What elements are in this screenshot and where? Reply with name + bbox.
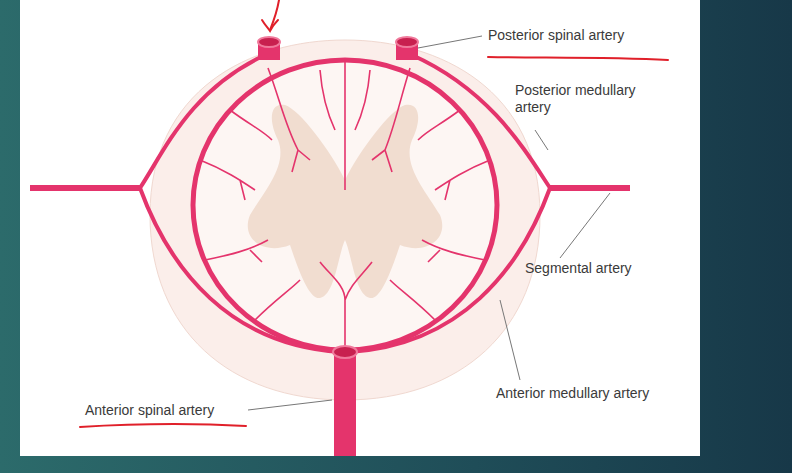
posterior-spinal-lumen bbox=[396, 37, 418, 47]
vessel-label: Anterior medullary artery bbox=[496, 385, 649, 402]
vessel-label: Posterior medullary artery bbox=[515, 82, 655, 116]
anterior-spinal-trunk bbox=[334, 352, 356, 456]
posterior-spinal-lumen bbox=[258, 37, 280, 47]
penetrating-branches bbox=[200, 62, 490, 352]
anterior-spinal-lumen bbox=[333, 346, 357, 358]
vessel-label: Anterior spinal artery bbox=[85, 402, 214, 419]
vessel-label: Posterior spinal artery bbox=[488, 27, 624, 44]
vessel-label: Segmental artery bbox=[525, 260, 632, 277]
red-annotations bbox=[80, 0, 668, 427]
